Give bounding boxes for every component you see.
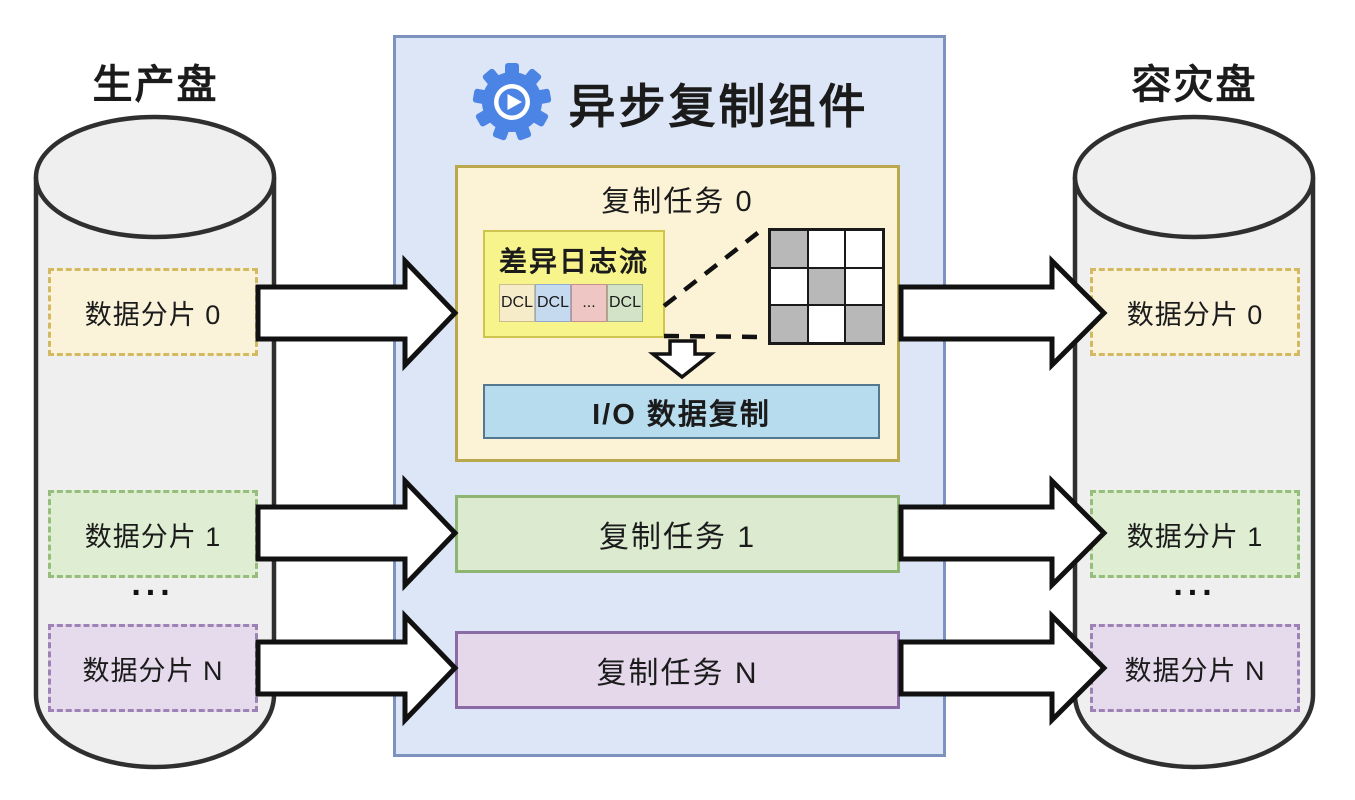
bitmap-cell-0-0	[770, 230, 808, 268]
right-disk-ellipsis: ...	[1173, 565, 1217, 603]
dcl-block-2: ...	[571, 284, 607, 322]
right-disk-title: 容灾盘	[1131, 63, 1258, 107]
dcl-block-row: DCL DCL ... DCL	[499, 284, 643, 322]
left-shard-n-label: 数据分片 N	[82, 655, 224, 686]
left-shard-0-label: 数据分片 0	[84, 299, 222, 330]
dcl-block-0: DCL	[499, 284, 535, 322]
left-shard-0: 数据分片 0	[48, 268, 258, 356]
taskN-box: 复制任务 N	[455, 631, 900, 709]
diff-log-stream-box: 差异日志流 DCL DCL ... DCL	[483, 230, 665, 338]
right-shard-1-label: 数据分片 1	[1126, 521, 1264, 552]
bitmap-cell-2-0	[770, 305, 808, 343]
right-shard-1: 数据分片 1	[1090, 490, 1300, 578]
left-shard-1: 数据分片 1	[48, 490, 258, 578]
panel-header: 异步复制组件	[393, 58, 946, 146]
bitmap-cell-2-2	[845, 305, 883, 343]
gear-play-icon	[472, 63, 551, 141]
right-shard-0: 数据分片 0	[1090, 268, 1300, 356]
right-shard-n: 数据分片 N	[1090, 624, 1300, 712]
task1-box: 复制任务 1	[455, 495, 900, 573]
io-copy-label: I/O 数据复制	[592, 398, 771, 431]
left-shard-n: 数据分片 N	[48, 624, 258, 712]
task0-label: 复制任务 0	[601, 186, 754, 218]
bitmap-cell-1-2	[845, 267, 883, 306]
right-shard-n-label: 数据分片 N	[1124, 655, 1266, 686]
bitmap-cell-1-1	[807, 267, 846, 306]
task1-label: 复制任务 1	[598, 521, 757, 554]
bitmap-grid	[768, 228, 885, 345]
dcl-block-1: DCL	[535, 284, 571, 322]
io-copy-bar: I/O 数据复制	[483, 384, 880, 439]
bitmap-cell-2-1	[807, 305, 846, 343]
task0-box: 复制任务 0 差异日志流 DCL DCL ... DCL I/O 数据复制	[455, 165, 900, 462]
bitmap-cell-1-0	[770, 267, 808, 306]
dcl-block-3: DCL	[607, 284, 643, 322]
left-shard-1-label: 数据分片 1	[84, 521, 222, 552]
left-disk-title: 生产盘	[92, 63, 219, 107]
diff-log-stream-title: 差异日志流	[498, 246, 649, 277]
taskN-label: 复制任务 N	[596, 657, 759, 690]
bitmap-cell-0-1	[807, 230, 846, 268]
right-shard-0-label: 数据分片 0	[1126, 299, 1264, 330]
left-disk-ellipsis: ...	[131, 565, 175, 603]
panel-title: 异步复制组件	[568, 79, 869, 133]
bitmap-cell-0-2	[845, 230, 883, 268]
